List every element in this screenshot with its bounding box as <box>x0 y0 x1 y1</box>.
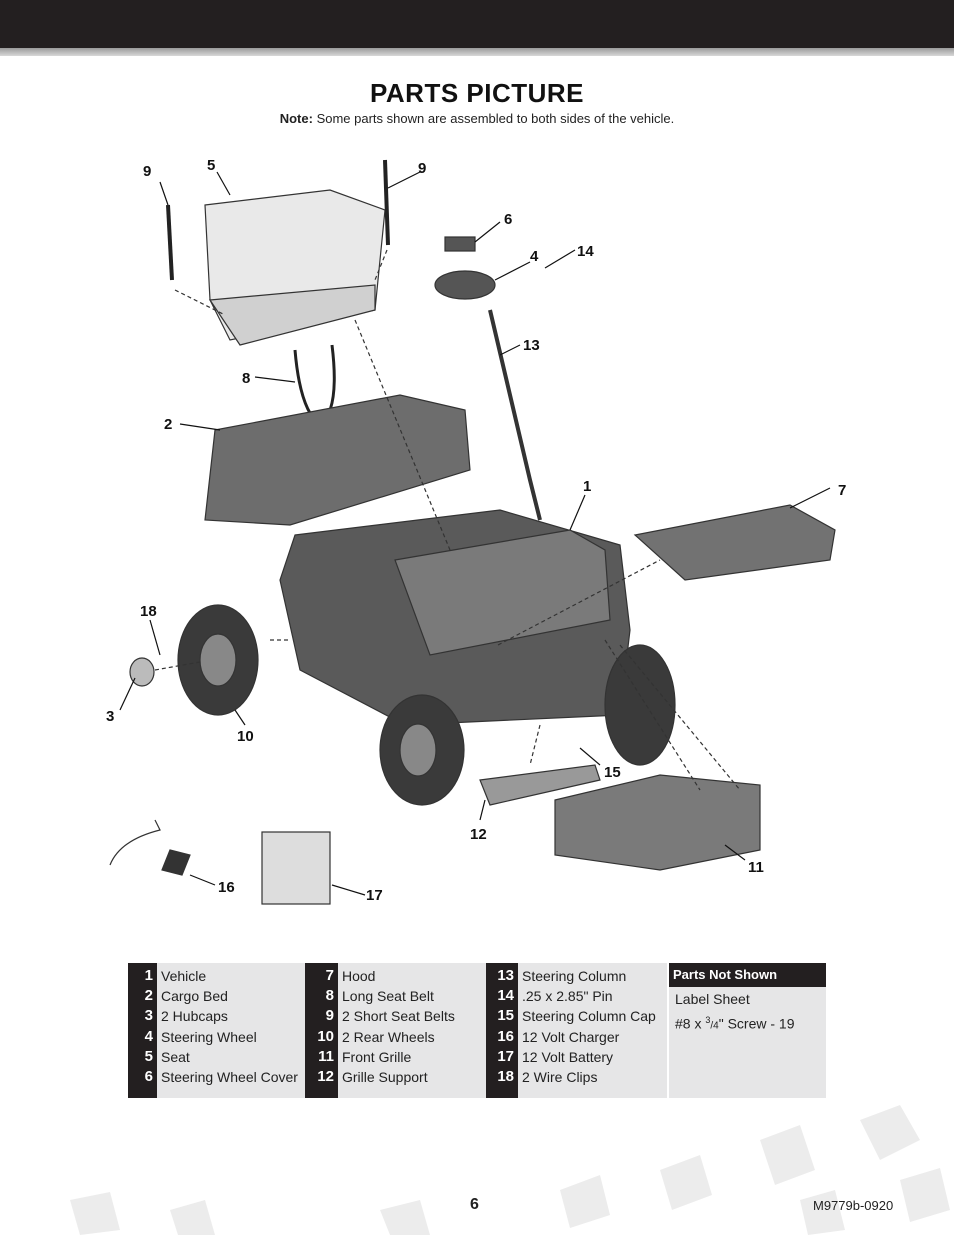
part-number: 13 <box>497 967 514 984</box>
part-name: Hood <box>342 968 376 984</box>
steering-wheel-cover <box>444 236 476 252</box>
front-grille <box>554 774 761 871</box>
callout-18: 18 <box>140 603 157 620</box>
callout-1: 1 <box>583 478 591 495</box>
callout-7: 7 <box>838 482 846 499</box>
parts-not-shown-list: Label Sheet #8 x 3/4" Screw - 19 <box>669 987 826 1032</box>
callout-9-right: 9 <box>418 160 426 177</box>
callout-9-left: 9 <box>143 163 151 180</box>
callout-12: 12 <box>470 826 487 843</box>
charger <box>109 819 161 866</box>
page-number: 6 <box>470 1196 479 1213</box>
fraction-numerator: 3 <box>705 1014 711 1025</box>
part-name: 2 Wire Clips <box>522 1068 598 1085</box>
part-name: Vehicle <box>161 968 207 984</box>
part-number: 6 <box>144 1067 153 1085</box>
callout-5: 5 <box>207 157 215 174</box>
part-number: 3 <box>144 1007 153 1025</box>
parts-column-1: 1 2 3 4 5 6 Vehicle Cargo Bed 2 Hubcaps … <box>128 963 305 1098</box>
part-number: 9 <box>325 1007 334 1025</box>
seat-belt-right <box>383 159 390 246</box>
callout-2: 2 <box>164 416 172 433</box>
battery <box>261 831 331 905</box>
grille-support <box>479 764 601 806</box>
name-list: Hood Long Seat Belt 2 Short Seat Belts 2… <box>338 963 486 1098</box>
callout-11: 11 <box>748 859 764 876</box>
part-number: 10 <box>317 1027 334 1045</box>
part-number: 15 <box>497 1007 514 1025</box>
name-list: Vehicle Cargo Bed 2 Hubcaps Steering Whe… <box>157 963 305 1098</box>
part-name: Steering Column Cap <box>522 1008 656 1025</box>
part-name: 2 Hubcaps <box>161 1008 228 1025</box>
parts-column-3: 13 14 15 16 17 18 Steering Column .25 x … <box>486 963 667 1098</box>
parts-not-shown-heading: Parts Not Shown <box>669 963 826 987</box>
callout-3: 3 <box>106 708 114 725</box>
name-list: Steering Column .25 x 2.85" Pin Steering… <box>518 963 667 1098</box>
seat-belt-left <box>166 204 174 281</box>
part-number: 1 <box>144 967 153 984</box>
note-label: Note: <box>279 111 313 126</box>
note-text: Some parts shown are assembled to both s… <box>316 111 675 126</box>
number-list: 7 8 9 10 11 12 <box>305 963 338 1098</box>
hubcap <box>129 657 155 687</box>
label-sheet-item: Label Sheet <box>675 991 750 1007</box>
steering-wheel <box>434 270 496 300</box>
part-number: 18 <box>497 1067 514 1085</box>
part-number: 12 <box>317 1067 334 1085</box>
parts-table: 1 2 3 4 5 6 Vehicle Cargo Bed 2 Hubcaps … <box>128 963 826 1098</box>
steering-column <box>488 309 542 521</box>
part-name: 12 Volt Charger <box>522 1028 620 1045</box>
part-name: Steering Column <box>522 968 627 984</box>
parts-column-2: 7 8 9 10 11 12 Hood Long Seat Belt 2 Sho… <box>305 963 486 1098</box>
callout-14: 14 <box>577 243 594 260</box>
hood-illustration <box>633 504 836 581</box>
header-bar <box>0 0 954 48</box>
document-code: M9779b-0920 <box>813 1198 894 1213</box>
callout-8: 8 <box>242 370 250 387</box>
note: Note: Some parts shown are assembled to … <box>0 111 954 126</box>
callout-13: 13 <box>523 337 540 354</box>
part-name: Long Seat Belt <box>342 988 434 1005</box>
part-name: Grille Support <box>342 1068 428 1085</box>
part-name: .25 x 2.85" Pin <box>522 988 613 1005</box>
callout-16: 16 <box>218 879 235 896</box>
fraction-denominator: /4 <box>710 1020 719 1032</box>
part-number: 17 <box>497 1047 514 1065</box>
number-list: 1 2 3 4 5 6 <box>128 963 157 1098</box>
part-name: Cargo Bed <box>161 988 228 1005</box>
part-name: Seat <box>161 1048 190 1065</box>
callout-15: 15 <box>604 764 621 781</box>
part-number: 5 <box>144 1047 153 1065</box>
callout-4: 4 <box>530 248 539 265</box>
cargo-bed-illustration <box>204 394 471 526</box>
header-shadow <box>0 48 954 56</box>
part-number: 16 <box>497 1027 514 1045</box>
part-name: Front Grille <box>342 1048 412 1065</box>
tread-texture-decoration <box>70 1105 950 1235</box>
parts-diagram: 1 2 3 4 5 6 7 8 9 9 10 11 12 13 14 15 16… <box>106 157 846 905</box>
callout-6: 6 <box>504 211 512 228</box>
part-name: Steering Wheel <box>161 1028 257 1045</box>
part-name: 12 Volt Battery <box>522 1048 614 1065</box>
part-number: 4 <box>144 1027 153 1045</box>
screw-item-suffix: " Screw - 19 <box>718 1015 795 1032</box>
front-wheel-right <box>604 644 676 766</box>
part-number: 7 <box>325 967 334 984</box>
number-list: 13 14 15 16 17 18 <box>486 963 518 1098</box>
parts-not-shown-box: Parts Not Shown Label Sheet #8 x 3/4" Sc… <box>669 963 826 1098</box>
screw-item: #8 x 3/4" Screw - 19 <box>675 1010 820 1032</box>
part-number: 11 <box>318 1047 334 1065</box>
part-name: 2 Short Seat Belts <box>342 1008 455 1025</box>
part-name: 2 Rear Wheels <box>342 1028 435 1045</box>
part-number: 8 <box>325 987 334 1005</box>
callout-17: 17 <box>366 887 383 904</box>
callout-10: 10 <box>237 728 254 745</box>
page-title: PARTS PICTURE <box>369 78 585 108</box>
part-number: 14 <box>497 987 514 1005</box>
part-number: 2 <box>144 987 153 1005</box>
part-name: Steering Wheel Cover <box>161 1068 298 1085</box>
screw-item-prefix: #8 x <box>675 1015 706 1032</box>
